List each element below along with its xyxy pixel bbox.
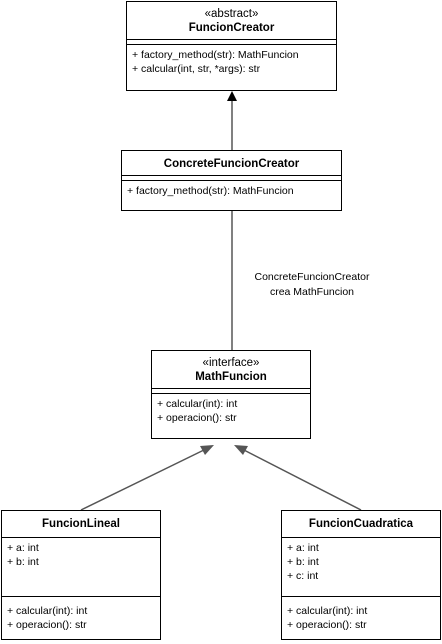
class-name: FuncionCuadratica (308, 518, 414, 530)
method: + calcular(int): int (287, 605, 368, 617)
attribute: + c: int (287, 570, 319, 582)
class-header: «abstract» FuncionCreator (127, 2, 336, 38)
method: + factory_method(str): MathFuncion (127, 185, 294, 197)
method: + calcular(int): int (157, 398, 238, 410)
class-header: ConcreteFuncionCreator (122, 151, 341, 175)
inheritance-arrowhead-creator (227, 91, 237, 101)
class-stereotype: «abstract» (204, 8, 259, 20)
class-math-funcion[interactable]: «interface» MathFuncion + calcular(int):… (151, 350, 311, 439)
association-label-line: ConcreteFuncionCreator (254, 271, 370, 283)
class-attributes: + a: int + b: int + c: int (282, 538, 440, 596)
class-name: FuncionCreator (188, 22, 275, 34)
attribute: + a: int (287, 542, 319, 554)
class-methods: + calcular(int): int + operacion(): str (152, 394, 310, 425)
class-name: MathFuncion (195, 371, 267, 383)
realization-line-cuadratica (239, 447, 362, 511)
class-header: «interface» MathFuncion (152, 351, 310, 387)
class-concrete-funcion-creator[interactable]: ConcreteFuncionCreator + factory_method(… (121, 150, 342, 211)
class-stereotype: «interface» (202, 357, 260, 369)
method: + calcular(int): int (7, 605, 88, 617)
class-funcion-cuadratica[interactable]: FuncionCuadratica + a: int + b: int + c:… (281, 510, 441, 640)
class-header: FuncionCuadratica (282, 511, 440, 537)
class-name: ConcreteFuncionCreator (163, 158, 300, 170)
method: + operacion(): str (7, 619, 87, 631)
realization-arrowhead-lineal (200, 445, 214, 455)
class-methods: + factory_method(str): MathFuncion + cal… (127, 45, 336, 76)
realization-line-lineal (80, 447, 209, 511)
association-label-line: crea MathFuncion (269, 286, 355, 298)
method: + calcular(int, str, *args): str (132, 63, 261, 75)
class-methods: + calcular(int): int + operacion(): str (2, 597, 160, 632)
class-funcion-lineal[interactable]: FuncionLineal + a: int + b: int + calcul… (1, 510, 161, 640)
class-methods: + calcular(int): int + operacion(): str (282, 597, 440, 632)
realization-arrowhead-cuadratica (234, 445, 248, 455)
attribute: + b: int (7, 556, 39, 568)
class-attributes: + a: int + b: int (2, 538, 160, 596)
class-funcion-creator[interactable]: «abstract» FuncionCreator + factory_meth… (126, 1, 337, 91)
method: + factory_method(str): MathFuncion (132, 49, 299, 61)
attribute: + b: int (287, 556, 319, 568)
class-name: FuncionLineal (42, 518, 120, 530)
class-header: FuncionLineal (2, 511, 160, 537)
association-label: ConcreteFuncionCreator crea MathFuncion (232, 270, 392, 300)
class-methods: + factory_method(str): MathFuncion (122, 181, 341, 198)
attribute: + a: int (7, 542, 39, 554)
method: + operacion(): str (287, 619, 367, 631)
method: + operacion(): str (157, 412, 237, 424)
